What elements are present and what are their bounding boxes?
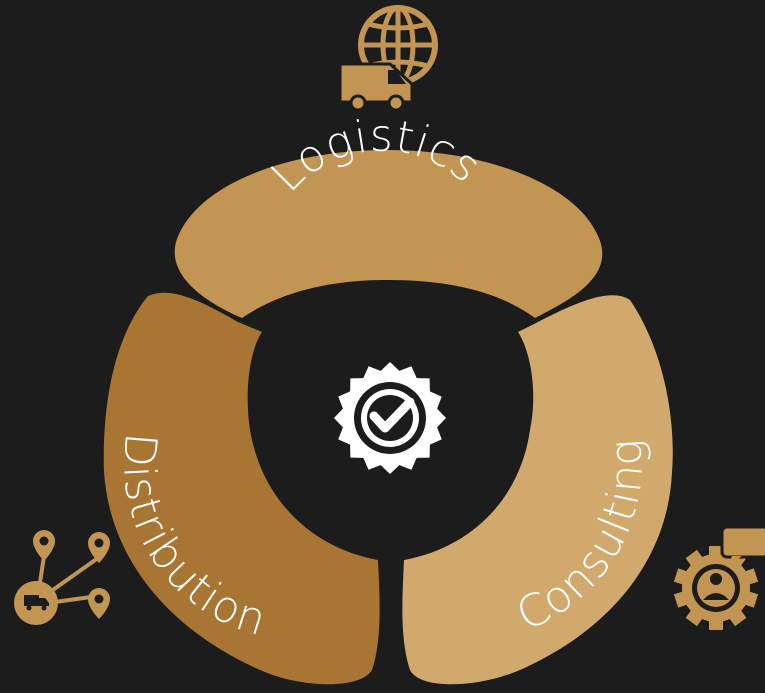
globe-delivery-truck-icon [338,5,438,112]
segment-distribution [103,292,380,685]
verified-check-badge-icon [334,362,446,474]
segment-logistics [174,150,603,318]
gear-person-chat-icon [673,525,765,630]
map-pins-truck-network-icon [14,530,110,625]
segment-consulting [402,295,673,685]
